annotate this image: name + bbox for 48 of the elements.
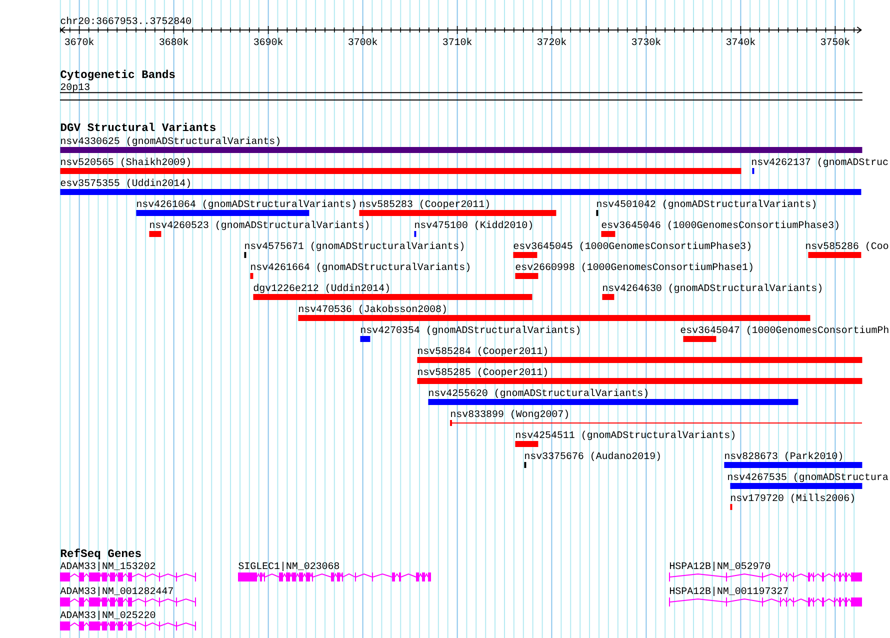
variant-label: esv2660998 (1000GenomesConsortiumPhase1) — [516, 262, 752, 272]
track-title: DGV Structural Variants — [60, 122, 216, 132]
gene-label: SIGLEC1|NM_023068 — [238, 562, 340, 572]
variant-label: nsv4255620 (gnomADStructuralVariants) — [429, 388, 648, 398]
variant-label: nsv4270354 (gnomADStructuralVariants) — [361, 326, 580, 336]
variant-label: nsv4261064 (gnomADStructuralVariants) — [137, 200, 356, 210]
gene-label: HSPA12B|NM_001197327 — [670, 586, 788, 596]
tick-label: 3740k — [726, 38, 756, 46]
variant-label: nsv4267535 (gnomADStructura — [728, 472, 888, 482]
tick-label: 3690k — [254, 38, 283, 46]
variant-label: esv3645046 (1000GenomesConsortiumPhase3) — [602, 220, 838, 230]
gene-label: ADAM33|NM_025220 — [60, 610, 156, 620]
variant-label: nsv4330625 (gnomADStructuralVariants) — [61, 136, 280, 146]
variant-label: nsv4254511 (gnomADStructuralVariants) — [516, 430, 734, 440]
tick-label: 3710k — [443, 38, 472, 46]
variant-label: esv3575355 (Uddin2014) — [60, 178, 190, 188]
variant-label: nsv833899 (Wong2007) — [451, 410, 568, 420]
variant-label: nsv179720 (Mills2006) — [731, 494, 854, 504]
variant-label: nsv520565 (Shaikh2009) — [61, 158, 190, 168]
variant-label: dgv1226e212 (Uddin2014) — [254, 284, 389, 294]
variant-label: nsv585286 (Coo — [806, 242, 888, 252]
variant-label: nsv3375676 (Audano2019) — [525, 452, 660, 462]
gene-label: ADAM33|NM_001282447 — [60, 586, 173, 596]
variant-label: nsv475100 (Kidd2010) — [415, 220, 532, 230]
gene-label: ADAM33|NM_153202 — [60, 562, 156, 572]
variant-label: nsv585285 (Cooper2011) — [418, 368, 547, 378]
variant-label: nsv4264630 (gnomADStructuralVariants) — [603, 284, 822, 294]
track-title: RefSeq Genes — [60, 548, 141, 560]
variant-label: nsv585283 (Cooper2011) — [360, 200, 489, 210]
variant-label: nsv4261664 (gnomADStructuralVariants) — [251, 262, 470, 272]
tick-label: 3730k — [632, 38, 661, 46]
band-label: 20p13 — [60, 83, 90, 92]
variant-label: nsv470536 (Jakobsson2008) — [299, 304, 446, 314]
coordinate-range: chr20:3667953..3752840 — [60, 16, 191, 24]
tick-label: 3700k — [348, 38, 378, 46]
variant-label: nsv4501042 (gnomADStructuralVariants) — [597, 200, 816, 210]
tick-label: 3670k — [65, 38, 94, 46]
gene-label: HSPA12B|NM_052970 — [670, 562, 770, 572]
variant-label: nsv828673 (Park2010) — [725, 452, 842, 462]
tick-label: 3750k — [820, 38, 850, 46]
variant-label: esv3645047 (1000GenomesConsortiumPh — [680, 326, 888, 336]
variant-label: nsv4262137 (gnomADStruc — [752, 158, 888, 168]
variant-label: nsv4260523 (gnomADStructuralVariants) — [150, 220, 368, 230]
variant-label: nsv4575671 (gnomADStructuralVariants) — [245, 242, 464, 252]
tick-label: 3720k — [537, 38, 566, 46]
tick-label: 3680k — [160, 38, 188, 46]
variant-label: esv3645045 (1000GenomesConsortiumPhase3) — [514, 242, 750, 252]
variant-label: nsv585284 (Cooper2011) — [418, 346, 547, 356]
